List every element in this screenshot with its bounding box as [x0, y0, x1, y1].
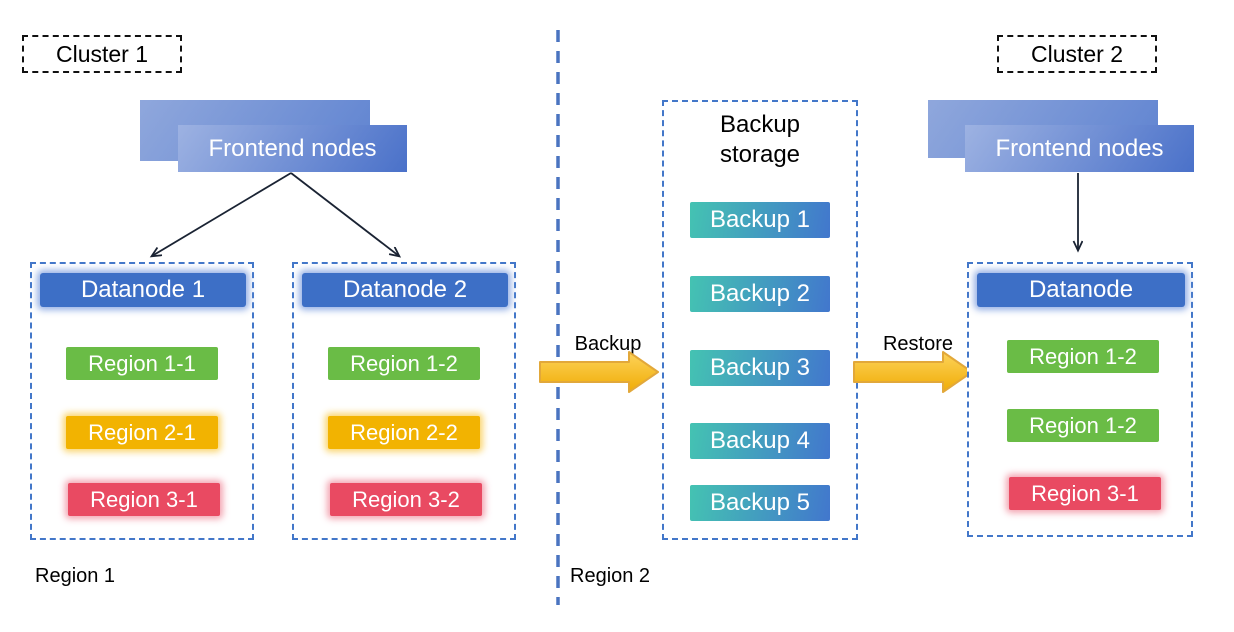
- backup-arrow-label: Backup: [560, 333, 656, 356]
- frontend-to-datanode1-arrow: [152, 172, 292, 256]
- cluster1-frontend-box: Frontend nodes: [178, 125, 407, 172]
- cluster2-frontend-label: Frontend nodes: [995, 134, 1164, 162]
- region-1-1-label: Region 1-1: [88, 350, 196, 376]
- backup-storage-title: Backup storage: [719, 111, 801, 168]
- restore-arrow-label-text: Restore: [882, 333, 954, 355]
- backup-item-1-label: Backup 1: [709, 206, 811, 233]
- cluster2-datanode-box: Datanode Region 1-2 Region 1-2 Region 3-…: [967, 262, 1193, 537]
- datanode2-title: Datanode 2: [342, 276, 468, 303]
- cluster1-frontend-label: Frontend nodes: [208, 134, 377, 162]
- backup-item-2-label: Backup 2: [709, 280, 811, 307]
- backup-item-5: Backup 5: [690, 485, 830, 521]
- region-1-2-box: Region 1-2: [328, 347, 480, 380]
- backup-item-3: Backup 3: [690, 350, 830, 386]
- region-3-2-box: Region 3-2: [330, 483, 482, 516]
- backup-item-4: Backup 4: [690, 423, 830, 459]
- cluster2-region-a-box: Region 1-2: [1007, 340, 1159, 373]
- cluster2-label-text: Cluster 2: [1030, 40, 1124, 67]
- region1-footnote: Region 1: [35, 565, 115, 588]
- region-2-2-box: Region 2-2: [328, 416, 480, 449]
- cluster2-region-b-box: Region 1-2: [1007, 409, 1159, 442]
- cluster2-region-b-label: Region 1-2: [1029, 412, 1137, 438]
- backup-item-4-label: Backup 4: [709, 427, 811, 454]
- region-2-1-label: Region 2-1: [88, 419, 196, 445]
- cluster2-label: Cluster 2: [997, 35, 1157, 73]
- region2-footnote-text: Region 2: [570, 565, 651, 587]
- cluster1-label: Cluster 1: [22, 35, 182, 73]
- datanode2-header: Datanode 2: [302, 273, 508, 307]
- frontend-to-datanode2-arrow: [290, 172, 399, 256]
- datanode1-box: Datanode 1 Region 1-1 Region 2-1 Region …: [30, 262, 254, 540]
- restore-block-arrow-icon: [853, 351, 973, 393]
- cluster2-region-a-label: Region 1-2: [1029, 343, 1137, 369]
- region-1-1-box: Region 1-1: [66, 347, 218, 380]
- datanode2-box: Datanode 2 Region 1-2 Region 2-2 Region …: [292, 262, 516, 540]
- region-3-1-label: Region 3-1: [90, 486, 198, 512]
- backup-block-arrow-icon: [539, 351, 659, 393]
- datanode1-header: Datanode 1: [40, 273, 246, 307]
- region-3-2-label: Region 3-2: [352, 486, 460, 512]
- backup-item-5-label: Backup 5: [709, 489, 811, 516]
- backup-item-1: Backup 1: [690, 202, 830, 238]
- cluster2-frontend-box: Frontend nodes: [965, 125, 1194, 172]
- region-1-2-label: Region 1-2: [350, 350, 458, 376]
- region-2-2-label: Region 2-2: [350, 419, 458, 445]
- cluster2-region-c-box: Region 3-1: [1009, 477, 1161, 510]
- cluster1-label-text: Cluster 1: [55, 40, 149, 67]
- cluster2-datanode-header: Datanode: [977, 273, 1185, 307]
- backup-item-2: Backup 2: [690, 276, 830, 312]
- backup-arrow-label-text: Backup: [574, 333, 642, 355]
- cluster2-region-c-label: Region 3-1: [1031, 480, 1139, 506]
- region-3-1-box: Region 3-1: [68, 483, 220, 516]
- backup-storage-box: Backup storage Backup 1 Backup 2 Backup …: [662, 100, 858, 540]
- restore-arrow-label: Restore: [868, 333, 968, 356]
- backup-item-3-label: Backup 3: [709, 354, 811, 381]
- region2-footnote: Region 2: [570, 565, 650, 588]
- region-divider-dashed-line: [556, 30, 560, 605]
- cluster2-datanode-title: Datanode: [1028, 276, 1134, 303]
- datanode1-title: Datanode 1: [80, 276, 206, 303]
- region-2-1-box: Region 2-1: [66, 416, 218, 449]
- region1-footnote-text: Region 1: [35, 565, 116, 587]
